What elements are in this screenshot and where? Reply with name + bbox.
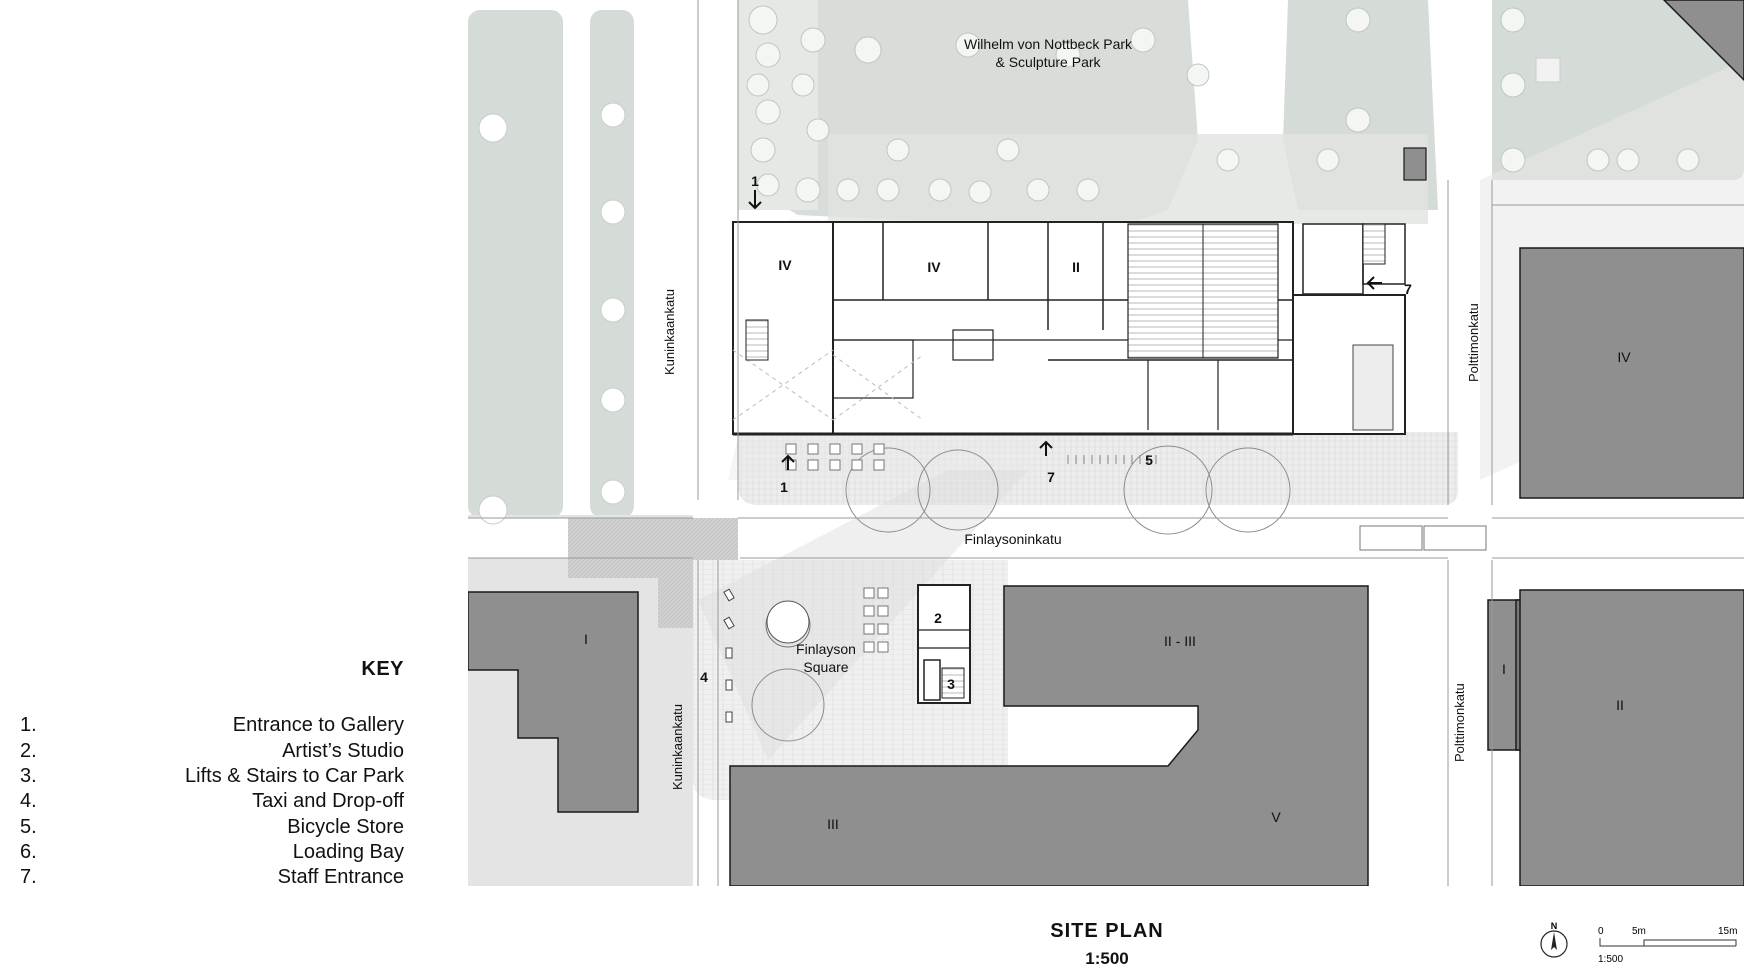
sculpture-plinth <box>1535 57 1561 83</box>
key-item-label: Loading Bay <box>292 841 404 863</box>
site-plan-svg: Wilhelm von Nottbeck Park & Sculpture Pa… <box>468 0 1744 886</box>
studio-block <box>917 584 971 704</box>
floor-count: III <box>827 816 839 832</box>
street-label-polttimonkatu-south: Polttimonkatu <box>1452 683 1467 762</box>
marker-5: 5 <box>1145 452 1153 468</box>
scale-0: 0 <box>1598 926 1604 937</box>
key-item-label: Entrance to Gallery <box>232 714 404 736</box>
park-strip-left <box>468 10 563 518</box>
scale-15: 15m <box>1718 926 1737 937</box>
plan-title: SITE PLAN <box>1050 920 1164 942</box>
scale-bar: 0 5m 15m 1:500 <box>1590 924 1740 974</box>
curbs <box>468 0 1744 886</box>
key-item: 7. Staff Entrance <box>20 866 404 890</box>
park-strip-right <box>590 10 634 518</box>
trees-top <box>746 5 1700 204</box>
floor-count: II - III <box>1164 633 1196 649</box>
key-item: 5. Bicycle Store <box>20 816 404 840</box>
floor-count: II <box>1072 259 1080 275</box>
marker-7: 7 <box>1047 469 1055 485</box>
marker-2: 2 <box>934 610 942 626</box>
key-item-label: Bicycle Store <box>287 816 404 838</box>
key-item-label: Staff Entrance <box>277 866 404 888</box>
park-label-1: Wilhelm von Nottbeck Park <box>964 36 1133 52</box>
kiosk-circle <box>766 600 810 644</box>
arrow-up-icon <box>1039 440 1053 456</box>
bicycle-racks <box>1067 455 1157 464</box>
building-i-west <box>468 591 639 813</box>
shadow-wedge-square <box>698 470 1028 760</box>
street-label-finlaysoninkatu: Finlaysoninkatu <box>964 531 1061 547</box>
key-item-label: Lifts & Stairs to Car Park <box>185 765 404 787</box>
key-title: KEY <box>361 658 404 680</box>
key-item-number: 2. <box>20 740 37 762</box>
marker-7: 7 <box>1404 281 1412 297</box>
plan-scale: 1:500 <box>1085 949 1129 968</box>
floor-count: V <box>1271 809 1281 825</box>
floor-count: I <box>1502 661 1506 677</box>
park-shade <box>828 134 1428 224</box>
park-label-2: & Sculpture Park <box>995 54 1101 70</box>
gallery-building <box>732 221 1406 436</box>
key-item: 4. Taxi and Drop-off <box>20 790 404 814</box>
cafe-tables <box>785 443 889 653</box>
key-item: 2. Artist’s Studio <box>20 740 404 764</box>
key-item-label: Taxi and Drop-off <box>252 790 404 812</box>
loading-bay <box>1352 344 1394 431</box>
arrow-up-icon <box>781 454 795 470</box>
key-item-number: 7. <box>20 866 37 888</box>
parking-bays <box>1359 525 1487 551</box>
square-label-1: Finlayson <box>796 641 856 657</box>
marker-3: 3 <box>947 676 955 692</box>
north-label: N <box>1551 921 1558 931</box>
key-item-label: Artist’s Studio <box>282 740 404 762</box>
building-iv-east <box>1519 247 1744 499</box>
street-trees <box>751 445 1291 742</box>
square-label-2: Square <box>803 659 848 675</box>
street-label-kuninkaankatu-north: Kuninkaankatu <box>662 289 677 375</box>
scale-5: 5m <box>1632 926 1646 937</box>
street-label-polttimonkatu-north: Polttimonkatu <box>1466 303 1481 382</box>
floor-count: IV <box>778 257 792 273</box>
key-item-number: 1. <box>20 714 37 736</box>
floor-count: IV <box>1617 349 1631 365</box>
marker-1: 1 <box>780 479 788 495</box>
pavilion <box>1403 147 1427 181</box>
building-ii-iii-v <box>729 585 1369 886</box>
building-i-ii-east <box>1487 589 1744 886</box>
surrounding-buildings <box>468 0 1744 886</box>
key-item-number: 4. <box>20 790 37 812</box>
street-label-kuninkaankatu-south: Kuninkaankatu <box>670 704 685 790</box>
key-item-number: 3. <box>20 765 37 787</box>
marker-4: 4 <box>700 669 708 685</box>
arrow-left-icon <box>1366 276 1382 290</box>
north-arrow-icon: N <box>1536 920 1572 960</box>
trees-left <box>478 102 626 525</box>
key-item: 1. Entrance to Gallery <box>20 714 404 738</box>
key-item-number: 6. <box>20 841 37 863</box>
marker-1: 1 <box>751 173 759 189</box>
floor-count: IV <box>927 259 941 275</box>
key-item: 6. Loading Bay <box>20 841 404 865</box>
key-item: 3. Lifts & Stairs to Car Park <box>20 765 404 789</box>
arrow-down-icon <box>748 190 762 210</box>
scale-ratio: 1:500 <box>1598 954 1623 965</box>
bollards <box>723 588 735 723</box>
key-panel: KEY 1. Entrance to Gallery 2. Artist’s S… <box>0 0 420 978</box>
site-plan-map[interactable]: Wilhelm von Nottbeck Park & Sculpture Pa… <box>468 0 1744 886</box>
building-northeast <box>1662 0 1744 82</box>
floor-count: II <box>1616 697 1624 713</box>
entrance-arrows <box>748 190 1382 470</box>
key-item-number: 5. <box>20 816 37 838</box>
floor-count: I <box>584 631 588 647</box>
